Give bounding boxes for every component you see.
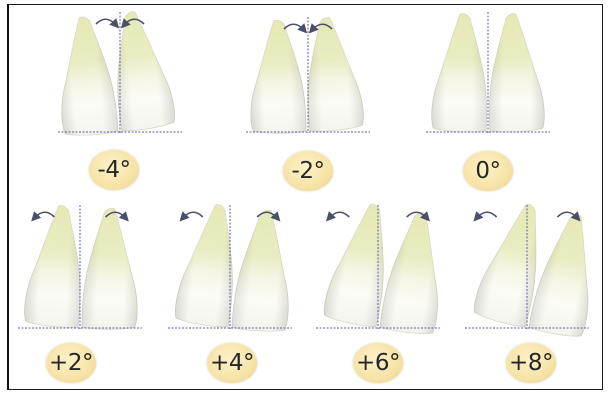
rotation-arrow xyxy=(34,212,54,218)
right-incisor xyxy=(528,210,608,340)
right-incisor xyxy=(81,207,143,331)
angulation-panel xyxy=(465,197,608,340)
rotation-arrow xyxy=(183,212,203,218)
right-incisor xyxy=(108,8,176,132)
left-incisor xyxy=(24,204,86,328)
rotation-arrow xyxy=(477,212,497,218)
right-incisor xyxy=(303,16,364,132)
left-incisor xyxy=(174,201,242,328)
right-incisor xyxy=(489,14,544,132)
left-incisor xyxy=(246,19,307,135)
angle-badge: +2° xyxy=(46,343,96,383)
rotation-arrow xyxy=(329,212,349,218)
angle-badge: +6° xyxy=(353,343,403,383)
right-incisor xyxy=(231,207,299,334)
angulation-panel xyxy=(316,199,454,337)
angle-badge: -2° xyxy=(283,151,333,191)
right-incisor xyxy=(379,208,453,337)
angle-badge: +8° xyxy=(506,343,556,383)
angulation-panel xyxy=(246,16,370,135)
left-incisor xyxy=(51,14,119,138)
angulation-panel xyxy=(168,201,299,334)
angulation-panel xyxy=(51,8,182,138)
rotation-arrow xyxy=(284,24,304,30)
angulation-panel xyxy=(426,12,550,133)
rotation-arrow xyxy=(96,19,116,25)
angulation-panel xyxy=(18,204,143,331)
angle-badge: 0° xyxy=(463,151,513,191)
angle-badge: +4° xyxy=(207,343,257,383)
left-incisor xyxy=(432,14,487,132)
angle-badge: -4° xyxy=(89,150,139,190)
